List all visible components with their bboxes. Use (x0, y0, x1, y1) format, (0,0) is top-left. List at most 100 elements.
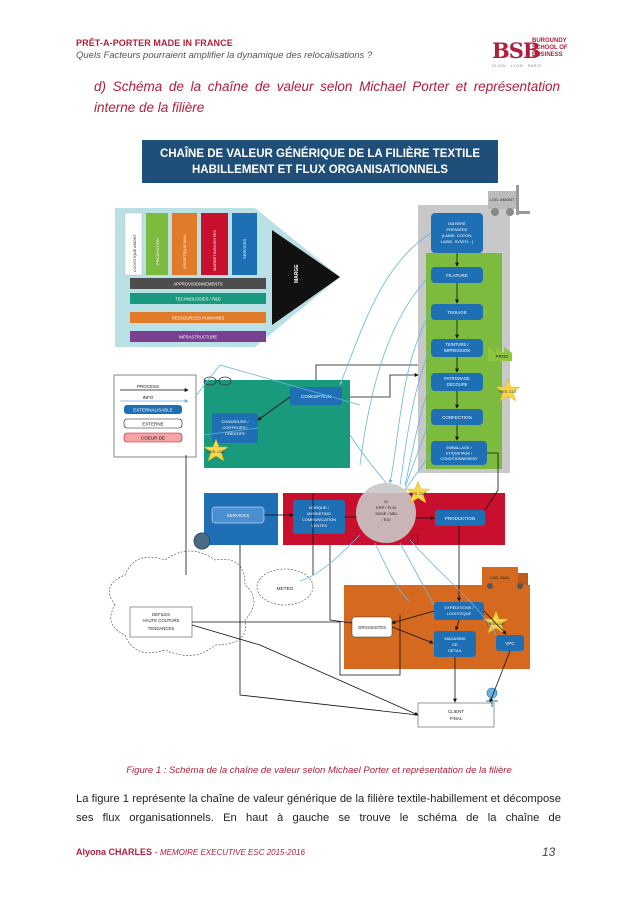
magasins-box (434, 631, 476, 657)
primary-label-0: LOGISTIQUE AMONT (133, 234, 137, 272)
page-number: 13 (542, 845, 556, 859)
legend-process: PROCESS (137, 384, 159, 389)
step-label-6: EMBALLAGE /ETIQUETAGE /CONDITIONNEMENT (440, 446, 478, 461)
figure-caption: Figure 1 : Schéma de la chaîne de valeur… (126, 765, 512, 776)
primary-label-4: SERVICES (242, 239, 247, 259)
support-label-2: RESSOURCES HUMAINES (172, 316, 225, 321)
forklift-icon: LOG. AMONT (488, 185, 530, 216)
legend: PROCESS INFO EXTERNALISABLE EXTERNE COEU… (113, 374, 197, 458)
prod-label: PROD (495, 354, 509, 359)
defiles-cloud: DEFILES HAUTE COUTURE TENDANCES (109, 550, 255, 656)
step-tissage (431, 304, 483, 320)
footer: Alyona CHARLES - MEMOIRE EXECUTIVE ESC 2… (76, 847, 305, 857)
legend-externe: EXTERNE (142, 422, 163, 427)
meteo-cloud: METEO (256, 568, 314, 606)
expeditions-label: EXPÉDITIONS /LOGISTIQUE (444, 605, 474, 616)
step-teinture (431, 339, 483, 357)
defiles-line1: DEFILES (152, 612, 170, 617)
conception-box (290, 387, 342, 405)
star-3 (405, 480, 431, 504)
vpc-box (496, 635, 524, 651)
flow-lines (185, 232, 511, 716)
footer-memo: MEMOIRE EXECUTIVE ESC 2015-2016 (160, 848, 305, 857)
primary-label-1: PRODUCTION (155, 238, 160, 265)
meteo-label: METEO (276, 586, 293, 592)
star-3-label: RES. CLÉ (409, 491, 427, 496)
figure-title-line1: CHAÎNE DE VALEUR GÉNÉRIQUE DE LA FILIÈRE… (160, 147, 480, 160)
primary-production (146, 213, 168, 275)
star-4 (483, 610, 509, 634)
step-matiere-premiere (431, 213, 483, 253)
star-1-label: RES. CLÉ (499, 389, 517, 394)
production-red-box (435, 510, 485, 526)
step-label-1: FILATURE (446, 273, 467, 278)
marketing-box (293, 500, 345, 534)
grossistes-label: GROSSISTES (358, 625, 386, 630)
legend-coeur: COEUR DE (141, 436, 165, 441)
support-infrastructure (130, 331, 266, 342)
vpc-label: VPC (505, 641, 515, 646)
truck-icon: LOG. AVAL (482, 567, 528, 589)
step-filature (431, 267, 483, 283)
primary-logistique-amont (124, 212, 143, 276)
database-icon (411, 534, 419, 544)
support-label-3: INFRASTRUCTURE (179, 335, 218, 340)
header-subtitle: Quels Facteurs pourraient amplifier la d… (76, 50, 373, 61)
services-block: SERVICES (193, 493, 278, 550)
header-title: PRÊT-A-PORTER MADE IN FRANCE (76, 38, 233, 48)
step-label-5: CONFECTION (442, 415, 472, 420)
si-circle (356, 483, 416, 543)
defiles-line3: TENDANCES (148, 626, 175, 631)
legend-externalisable: EXTERNALISABLE (133, 408, 173, 413)
support-approvisionnements (130, 278, 266, 289)
step-patronage (431, 373, 483, 391)
footer-separator: - (152, 847, 161, 857)
step-confection (431, 409, 483, 425)
support-label-1: TECHNOLOGIES / R&D (175, 297, 221, 302)
primary-services (232, 213, 257, 275)
logo-line1: BURGUNDY (532, 38, 567, 44)
chasseurs-label: CHASSEURS /COIFFEURS /CRÉATIFS (221, 419, 249, 436)
marge-wedge (272, 230, 340, 325)
star-2 (203, 438, 229, 462)
step-label-3: TEINTURE /IMPRESSION (444, 342, 470, 353)
primary-logistique-aval (172, 213, 197, 275)
logo-tagline: DIJON · LYON · PARIS (492, 63, 542, 68)
logo-name: BURGUNDY SCHOOL OF BUSINESS (532, 38, 568, 59)
conception-block: CONCEPTION CHASSEURS /COIFFEURS /CRÉATIF… (203, 376, 350, 468)
conception-label: CONCEPTION (301, 394, 331, 399)
figure-title-line2: HABILLEMENT ET FLUX ORGANISATIONNELS (192, 164, 448, 176)
defiles-line2: HAUTE COUTURE (142, 618, 179, 623)
production-label: PRODUCTION (445, 516, 475, 521)
distribution-block: GROSSISTES EXPÉDITIONS /LOGISTIQUE MAGAS… (344, 567, 530, 669)
factory-icon: PROD (488, 347, 512, 361)
primary-marketing (201, 213, 228, 275)
logo-line3: BUSINESS (532, 52, 563, 58)
marge-label: MARGE (294, 264, 300, 283)
services-label: SERVICES (227, 513, 250, 518)
porter-chain: MARGE LOGISTIQUE AMONT PRODUCTION LOGIST… (115, 208, 340, 347)
body-paragraph: La figure 1 représente la chaîne de vale… (76, 793, 561, 824)
step-label-2: TISSAGE (447, 310, 467, 315)
star-2-label: RES. CLÉ (207, 449, 225, 454)
legend-box (113, 374, 197, 458)
glasses-icon (203, 376, 232, 386)
step-emballage (431, 441, 487, 465)
footer-author: Alyona CHARLES (76, 847, 153, 857)
res-cle-stars: RES. CLÉ RES. CLÉ RES. CLÉ RES. CLÉ (203, 378, 521, 634)
star-1 (495, 378, 521, 402)
amont-label: LOG. AMONT (490, 197, 515, 202)
support-ressources-humaines (130, 312, 266, 323)
client-box (417, 702, 495, 728)
legend-info: INFO (143, 395, 154, 400)
logo-line2: SCHOOL OF (532, 45, 568, 51)
expeditions-box (434, 602, 484, 620)
